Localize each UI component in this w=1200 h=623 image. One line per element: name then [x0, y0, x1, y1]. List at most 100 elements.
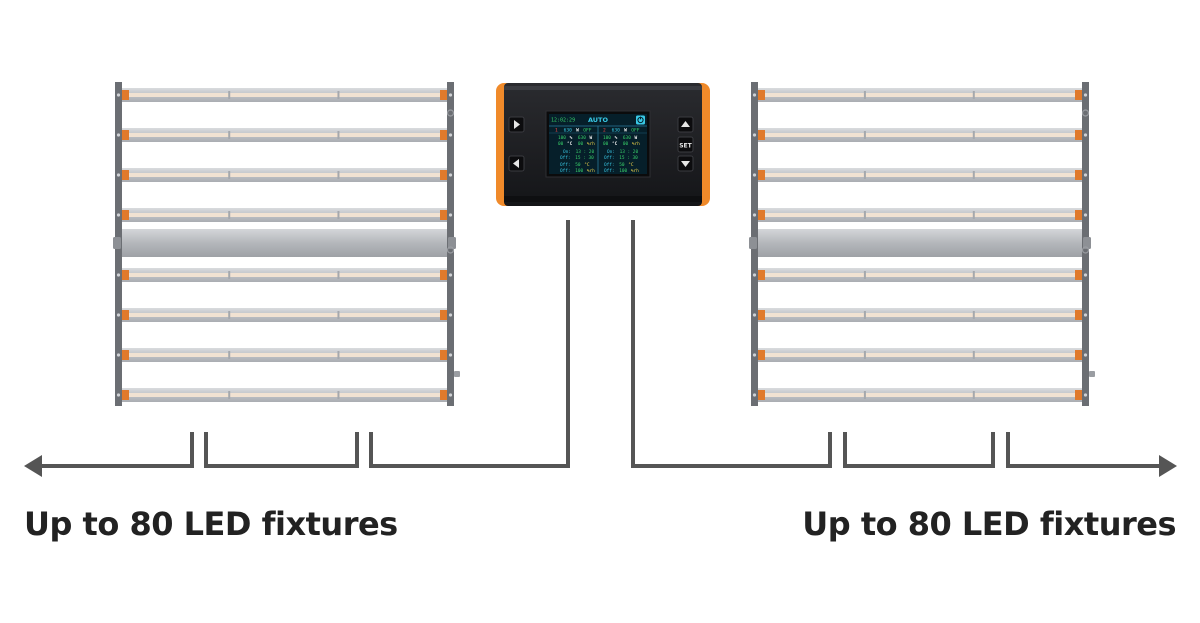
led-diodes [129, 133, 440, 137]
bar-bracket [448, 237, 456, 249]
hum-2-unit: %rh [632, 141, 640, 147]
rail-rivet [116, 173, 121, 177]
rail-rivet [752, 313, 757, 317]
strip-divider [228, 211, 231, 219]
rail-rivet [1083, 353, 1088, 357]
led-diodes [129, 93, 440, 97]
off-temp-2-label: Off: [604, 162, 615, 168]
rail-rivet [1083, 133, 1088, 137]
strip-end-cap [122, 210, 129, 220]
strip-divider [337, 391, 340, 399]
strip-end-cap [1075, 170, 1082, 180]
rail-rivet [448, 133, 453, 137]
strip-divider [972, 171, 975, 179]
down-arrow-icon [681, 161, 690, 167]
svg-text:Off: 15 : 30: Off: 15 : 30 [604, 155, 638, 161]
strip-divider [863, 351, 866, 359]
strip-end-cap [440, 310, 447, 320]
controller-to-left-fixture-line [369, 220, 570, 468]
strip-divider [337, 211, 340, 219]
strip-divider [228, 131, 231, 139]
led-diodes [765, 133, 1075, 137]
off-hum-1-unit: %rh [587, 168, 595, 174]
temp-1-unit: °C [567, 141, 573, 147]
led-diodes [765, 353, 1075, 357]
strip-end-cap [758, 350, 765, 360]
power-2-value: 630 [623, 135, 631, 141]
led-diodes [129, 273, 440, 277]
svg-text:Off: 50 °C: Off: 50 °C [604, 162, 634, 168]
off-temp-2-value: 50 [619, 162, 625, 168]
strip-divider [972, 311, 975, 319]
fixture-knob [454, 371, 460, 377]
svg-text:Off: 100 %: Off: 100 %rh [604, 168, 639, 174]
left-daisy-chain-line-1 [204, 432, 359, 468]
off-temp-1-label: Off: [560, 162, 571, 168]
bar-bracket [749, 237, 757, 249]
rail-rivet [752, 353, 757, 357]
rail-rivet [448, 313, 453, 317]
channel-1-state: OFF [583, 128, 592, 134]
screen-panel-2: 2 630 W OFF 100 % 630 W 00 °C 00 %rh [603, 128, 640, 174]
rail-rivet [1083, 93, 1088, 97]
hum-1-unit: %rh [587, 141, 595, 147]
strip-end-cap [1075, 90, 1082, 100]
strip-divider [228, 351, 231, 359]
right-arrow-button[interactable] [508, 116, 525, 133]
off-hum-2-value: 100 [619, 168, 627, 174]
strip-divider [228, 91, 231, 99]
power-1-unit: W [590, 135, 593, 141]
led-fixture-left [113, 82, 460, 406]
on-2-label: On: [607, 149, 615, 155]
up-arrow-button[interactable] [677, 116, 694, 133]
strip-divider [863, 171, 866, 179]
led-diodes [129, 353, 440, 357]
led-diodes [129, 313, 440, 317]
temp-2-value: 00 [603, 141, 609, 147]
controller-to-right-fixture-line [631, 220, 832, 468]
strip-divider [337, 131, 340, 139]
left-arrow-icon [513, 159, 519, 168]
up-arrow-icon [681, 121, 690, 127]
rail-rivet [752, 393, 757, 397]
channel-2-number: 2 [603, 128, 606, 134]
screen-panel-1: 1 630 W OFF 100 % 630 W 00 °C 00 %rh [555, 128, 595, 174]
left-arrow-button[interactable] [508, 155, 525, 172]
strip-divider [863, 311, 866, 319]
strip-end-cap [440, 210, 447, 220]
rail-rivet [752, 173, 757, 177]
rail-rivet [752, 133, 757, 137]
strip-end-cap [440, 350, 447, 360]
dim-2-value: 100 [603, 135, 611, 141]
hum-2-value: 00 [623, 141, 629, 147]
controller-screen: 12:02:29 AUTO 1 630 W OFF 100 % 630 [545, 110, 651, 178]
down-arrow-button[interactable] [677, 155, 694, 172]
set-button[interactable]: SET [677, 136, 694, 153]
svg-text:100 % 630: 100 % 630 W [603, 135, 638, 141]
strip-end-cap [758, 270, 765, 280]
strip-divider [863, 391, 866, 399]
strip-end-cap [440, 170, 447, 180]
off-1-time: 15 : 30 [575, 155, 594, 161]
right-daisy-chain-line-1 [843, 432, 995, 468]
rail-rivet [1083, 393, 1088, 397]
channel-1-number: 1 [555, 128, 558, 134]
strip-end-cap [440, 90, 447, 100]
rail-rivet [116, 93, 121, 97]
driver-bar [758, 229, 1082, 257]
strip-divider [337, 271, 340, 279]
strip-divider [228, 171, 231, 179]
strip-divider [972, 211, 975, 219]
strip-end-cap [1075, 390, 1082, 400]
rail-rivet [1083, 273, 1088, 277]
svg-text:On: 13 : 20: On: 13 : 20 [607, 149, 638, 155]
strip-end-cap [122, 310, 129, 320]
off-hum-2-label: Off: [604, 168, 615, 174]
strip-end-cap [122, 390, 129, 400]
strip-end-cap [758, 390, 765, 400]
hang-hook [446, 109, 455, 117]
off-temp-2-unit: °C [628, 162, 634, 168]
left-arrow-head [24, 455, 42, 477]
left-daisy-chain-line-2 [36, 432, 194, 468]
strip-end-cap [1075, 270, 1082, 280]
